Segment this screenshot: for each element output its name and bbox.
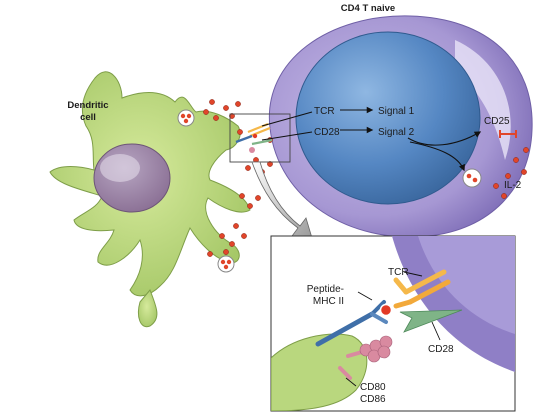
il2-dot — [209, 99, 215, 105]
il2-dot — [523, 147, 529, 153]
vesicle-cargo — [183, 118, 189, 124]
il2-dot — [521, 169, 527, 175]
inset-peptide-icon — [379, 303, 393, 317]
il2-dot — [267, 161, 273, 167]
signal2-to-cd25-arrow — [407, 131, 482, 146]
vesicle-dendritic-top — [177, 109, 195, 127]
il2-dot — [223, 105, 229, 111]
il2-dot — [501, 193, 507, 199]
il2-dot — [207, 251, 213, 257]
il2-dot — [239, 193, 245, 199]
mhc-arm-top — [370, 300, 386, 316]
il2-label: IL-2 — [504, 180, 522, 191]
vesicle-cargo — [226, 259, 232, 265]
signal-pathways — [261, 106, 482, 172]
il2-dot — [245, 165, 251, 171]
vesicle-cargo — [186, 113, 192, 119]
synapse-inset: TCR Peptide- MHC II CD28 CD80 CD86 — [270, 235, 516, 412]
inset-cd28-receptor — [399, 309, 463, 333]
dendrite-arm — [137, 289, 158, 328]
inset-leaders — [345, 271, 441, 387]
signal2-to-il2-arrow — [409, 141, 465, 172]
small-peptide-icon — [252, 133, 258, 139]
small-cd28-icon — [251, 138, 273, 146]
cd80-stalk — [346, 350, 364, 358]
vesicle-t-cell — [462, 168, 482, 188]
il2-dot — [229, 113, 235, 119]
tcr-leader-line — [261, 111, 313, 127]
signal2-label: Signal 2 — [378, 127, 415, 138]
cd25-receptor — [499, 130, 517, 138]
tcr-label: TCR — [314, 106, 335, 117]
cd28-leader-line — [261, 131, 313, 141]
il2-dot — [505, 173, 511, 179]
vesicle-dendritic-bottom — [217, 255, 235, 273]
synapse-receptors-small — [235, 122, 273, 153]
cd80-bead — [377, 345, 391, 359]
inset-cd80-leader — [345, 377, 357, 387]
il2-dot — [493, 183, 499, 189]
vesicle-cargo — [180, 113, 186, 119]
inset-mhc-ii — [315, 300, 388, 347]
dendritic-cell-label-line2: cell — [80, 112, 96, 123]
t-cell-highlight — [455, 40, 511, 160]
inset-peptide-label-line2: MHC II — [313, 296, 344, 307]
small-mhc-icon — [235, 134, 253, 144]
inset-dendritic-membrane — [271, 333, 368, 411]
il2-dot — [233, 223, 239, 229]
small-tcr-icon — [247, 122, 271, 138]
inset-cd28-leader — [431, 321, 441, 341]
cd4-t-naive-title: CD4 T naive — [341, 3, 395, 14]
cd28-label: CD28 — [314, 127, 340, 138]
dendritic-cell — [49, 71, 251, 328]
vesicles — [177, 109, 482, 273]
small-cd80-icon — [249, 147, 255, 153]
vesicle-cargo — [223, 264, 229, 270]
inset-tcr-label: TCR — [388, 267, 409, 278]
inset-peptide-label-line1: Peptide- — [307, 284, 344, 295]
inset-cd80-cd86 — [338, 335, 393, 380]
il2-dot — [241, 233, 247, 239]
vesicle-cargo — [220, 259, 226, 265]
inset-tcr-leader — [403, 271, 423, 277]
il2-dot — [237, 129, 243, 135]
il2-dot — [219, 233, 225, 239]
vesicle-cargo — [466, 173, 472, 179]
inset-t-cell-inner — [418, 236, 515, 334]
inset-cd28-label: CD28 — [428, 344, 454, 355]
dendritic-nucleus-highlight — [100, 154, 140, 182]
tcr-arm-top — [393, 277, 409, 295]
cd80-membrane-anchor — [338, 366, 352, 380]
il2-dot — [247, 203, 253, 209]
inset-cd86-label: CD86 — [360, 394, 386, 405]
cd25-receptor-icon — [499, 130, 517, 138]
il2-dot — [513, 157, 519, 163]
il2-dot — [255, 195, 261, 201]
signal1-label: Signal 1 — [378, 106, 415, 117]
il2-dot — [213, 115, 219, 121]
inset-tcr-receptor — [393, 269, 451, 309]
inset-cd80-label: CD80 — [360, 382, 386, 393]
il2-dot — [235, 101, 241, 107]
t-cell-nucleus — [295, 31, 481, 205]
il2-dot — [203, 109, 209, 115]
mhc-stalk — [315, 311, 375, 347]
inset-peptide-leader — [357, 291, 373, 301]
tcr-chain-alpha — [403, 269, 447, 295]
tcr-chain-beta — [407, 279, 451, 305]
dendritic-cell-label-line1: Dendritic — [67, 100, 108, 111]
cd4-t-cell — [268, 15, 533, 238]
mhc-arm-bottom — [370, 312, 388, 324]
cd25-label: CD25 — [484, 116, 510, 127]
vesicle-cargo — [472, 177, 478, 183]
tcr-arm-bottom — [393, 299, 413, 309]
il2-dot — [223, 249, 229, 255]
il2-dot — [229, 241, 235, 247]
